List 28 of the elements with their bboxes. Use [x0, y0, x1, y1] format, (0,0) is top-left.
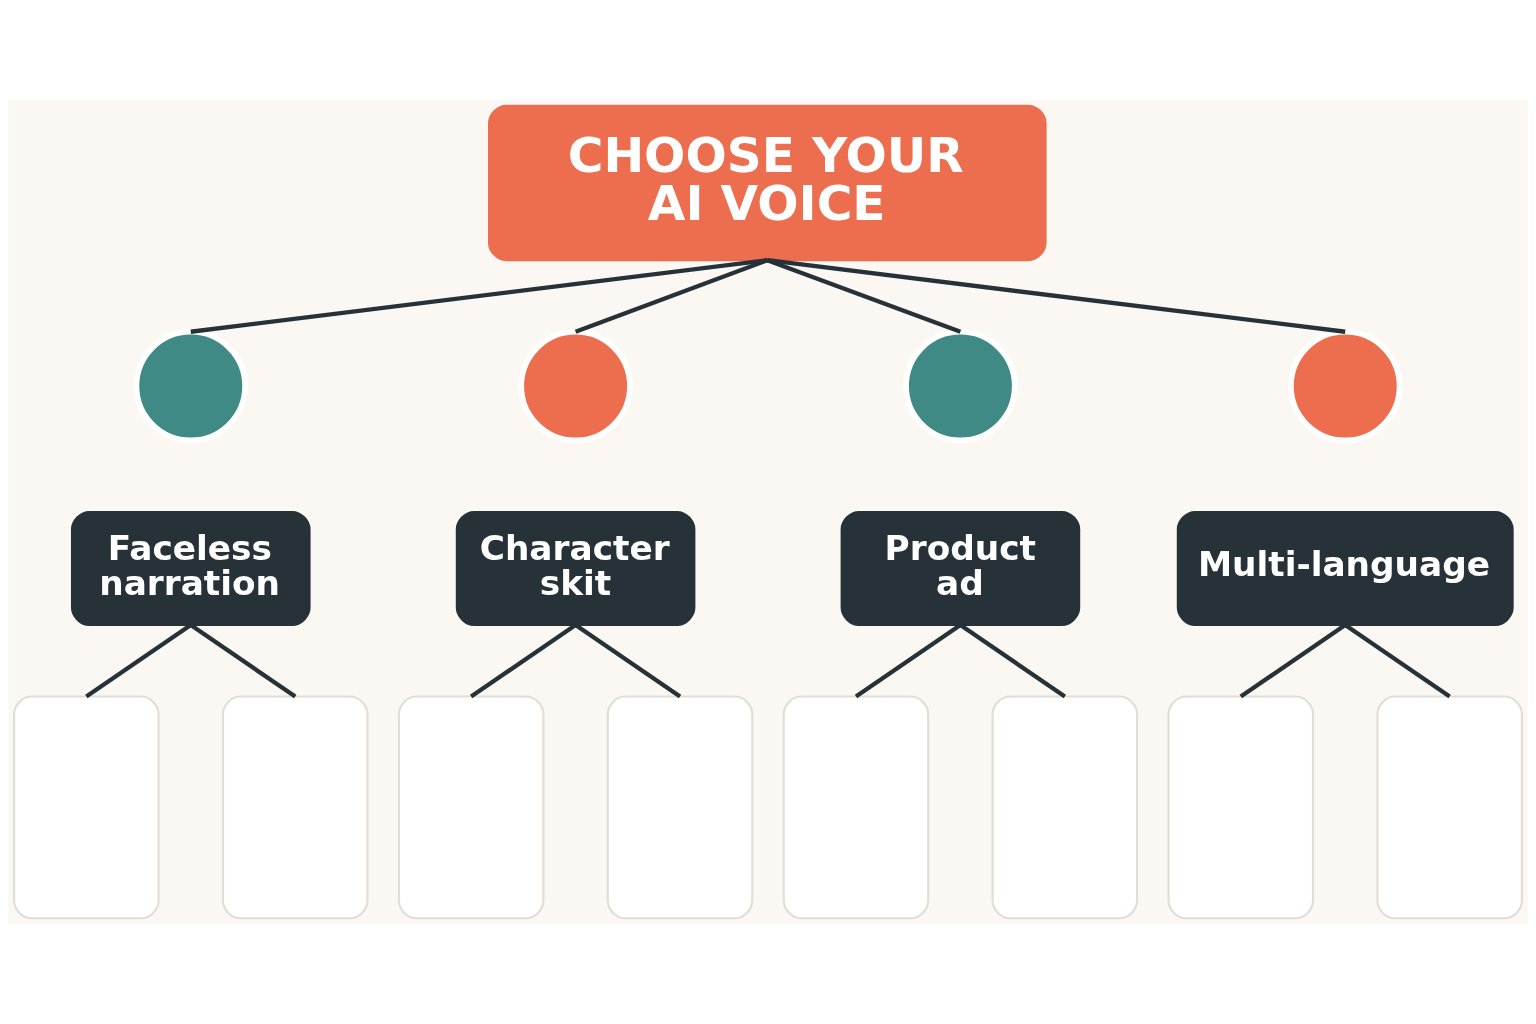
connector — [854, 623, 962, 699]
connector — [469, 623, 577, 699]
node-box — [13, 695, 160, 920]
connector — [1239, 623, 1347, 699]
node-box — [991, 695, 1139, 920]
node-circle — [903, 328, 1018, 444]
node-box: CHOOSE YOUR AI VOICE — [487, 104, 1047, 262]
connector — [574, 623, 682, 699]
node-box: Faceless narration — [70, 510, 311, 627]
connector — [190, 258, 768, 334]
node-box: Multi-language — [1176, 510, 1514, 627]
node-box — [1167, 695, 1315, 920]
node-box — [397, 695, 545, 920]
connector — [1344, 623, 1451, 699]
node-box: Product ad — [840, 510, 1081, 627]
node-circle — [1288, 328, 1403, 444]
connector — [85, 623, 192, 699]
connector — [767, 258, 1346, 334]
node-box — [1376, 695, 1523, 920]
node-circle — [518, 328, 633, 444]
connector — [959, 623, 1067, 699]
node-box — [606, 695, 754, 920]
node-box: Character skit — [455, 510, 696, 627]
node-box — [221, 695, 369, 920]
node-box — [782, 695, 930, 920]
node-circle — [133, 328, 248, 444]
connector — [189, 623, 297, 699]
connector — [574, 258, 769, 334]
